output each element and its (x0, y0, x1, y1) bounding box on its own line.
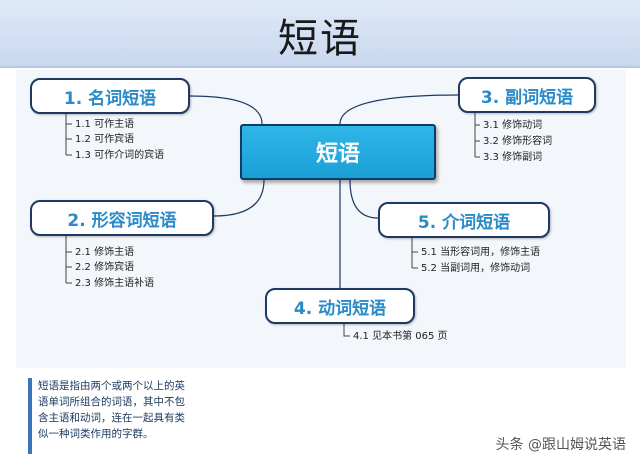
branch-adverb-phrase: 3. 副词短语 (458, 77, 596, 113)
note-line: 似一种词类作用的字群。 (38, 428, 154, 440)
branch-label: 4. 动词短语 (293, 298, 387, 319)
list-item: 5.1 当形容词用，修饰主语 (421, 247, 541, 258)
watermark: 头条 @跟山姆说英语 (495, 437, 626, 453)
note-line: 含主语和动词，连在一起具有类 (38, 412, 185, 424)
branch-label: 2. 形容词短语 (67, 210, 177, 231)
branch-label: 5. 介词短语 (417, 212, 511, 233)
list-item: 2.1 修饰主语 (75, 247, 135, 258)
note-line: 语单词所组合的词语，其中不包 (38, 396, 185, 408)
list-item: 5.2 当副词用，修饰动词 (421, 263, 531, 274)
list-item: 1.2 可作宾语 (75, 134, 135, 145)
list-item: 2.3 修饰主语补语 (75, 278, 155, 289)
branch-noun-phrase: 1. 名词短语 (30, 78, 190, 114)
branch-verb-phrase: 4. 动词短语 (265, 288, 415, 324)
list-item: 3.2 修饰形容词 (483, 136, 553, 147)
center-node: 短语 (240, 124, 436, 180)
list-item: 3.1 修饰动词 (483, 120, 543, 131)
title-bar: 短语 (0, 0, 640, 68)
definition-note: 短语是指由两个或两个以上的英 语单词所组合的词语，其中不包 含主语和动词，连在一… (28, 378, 258, 454)
note-line: 短语是指由两个或两个以上的英 (38, 380, 185, 392)
branch-preposition-phrase: 5. 介词短语 (378, 202, 550, 238)
branch-label: 1. 名词短语 (63, 88, 157, 109)
list-item: 1.1 可作主语 (75, 119, 135, 130)
page-title: 短语 (278, 16, 362, 62)
branch-adjective-phrase: 2. 形容词短语 (30, 200, 214, 236)
list-item: 1.3 可作介词的宾语 (75, 150, 165, 161)
list-item: 2.2 修饰宾语 (75, 262, 135, 273)
list-item: 4.1 见本书第 065 页 (353, 331, 448, 342)
branch-label: 3. 副词短语 (480, 87, 574, 108)
list-item: 3.3 修饰副词 (483, 152, 543, 163)
